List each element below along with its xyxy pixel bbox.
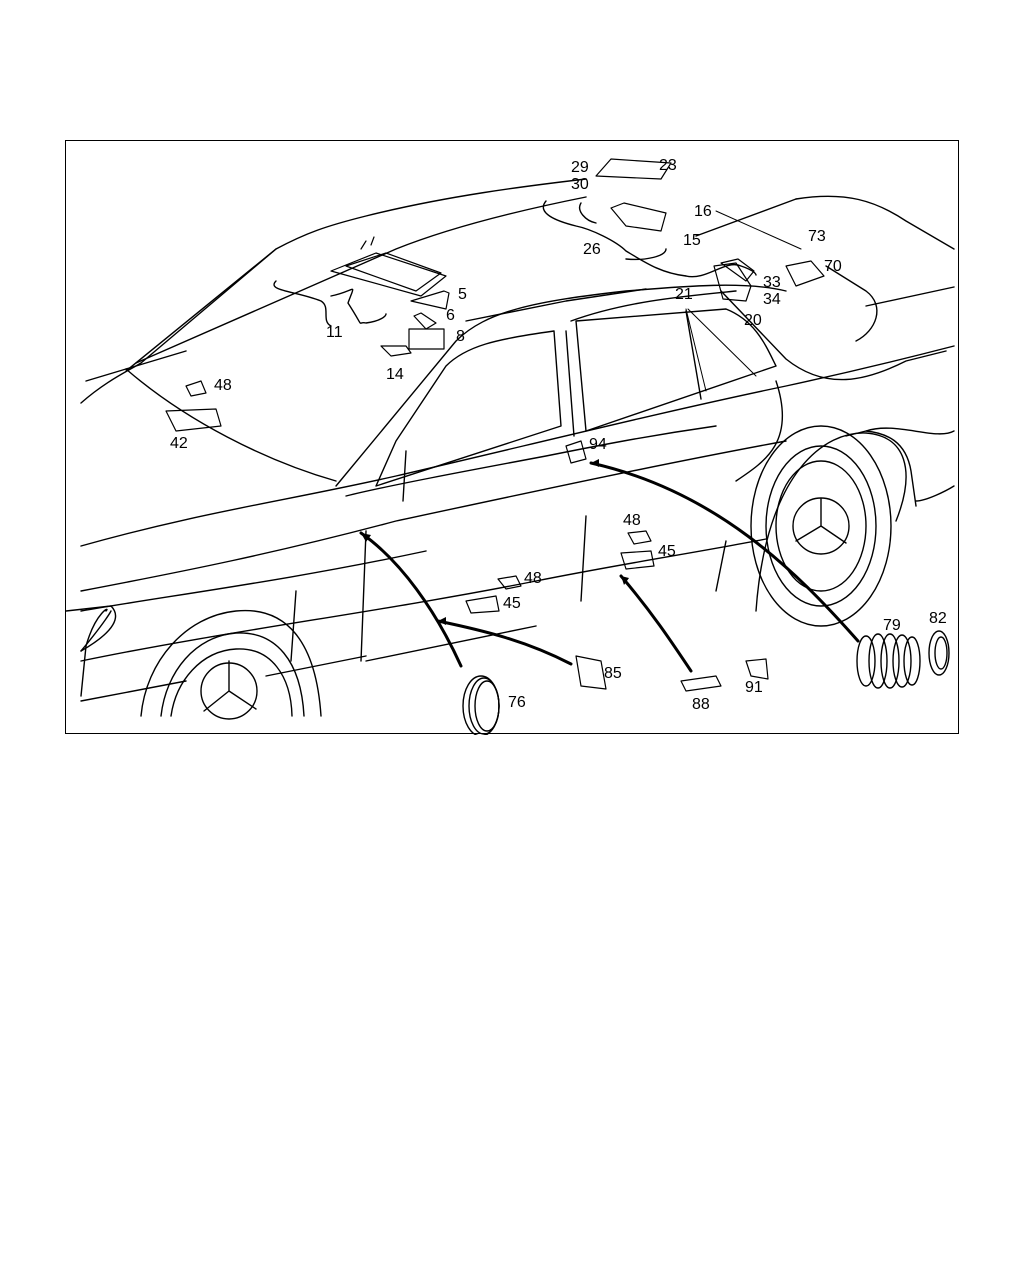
wiring-harness xyxy=(273,200,757,327)
callout-91: 91 xyxy=(745,679,763,696)
callout-16: 16 xyxy=(694,203,712,220)
callout-20: 20 xyxy=(744,312,762,329)
grommet-82 xyxy=(928,630,950,676)
callout-8: 8 xyxy=(456,328,465,345)
callout-82: 82 xyxy=(929,610,947,627)
callout-48-door-rear: 48 xyxy=(623,512,641,529)
grommet-79 xyxy=(856,633,921,689)
callout-76: 76 xyxy=(508,694,526,711)
parts-diagram: 5 6 8 11 14 15 16 20 21 23 26 29 30 33 3… xyxy=(65,140,959,735)
roof-console-group xyxy=(165,158,825,692)
leader-lines xyxy=(685,210,802,392)
callout-14: 14 xyxy=(386,366,404,383)
car-body-outline xyxy=(66,178,955,702)
callout-34: 34 xyxy=(763,291,781,308)
car-interior-lighting-illustration xyxy=(66,158,955,735)
callout-5: 5 xyxy=(458,286,467,303)
callout-79: 79 xyxy=(883,617,901,634)
callout-73: 73 xyxy=(808,228,826,245)
callout-85: 85 xyxy=(604,665,622,682)
callout-45-door-front: 45 xyxy=(503,595,521,612)
callout-23: 23 xyxy=(659,157,677,174)
callout-33: 33 xyxy=(763,274,781,291)
callout-11: 11 xyxy=(326,324,343,341)
callout-48-roof: 48 xyxy=(214,377,232,394)
callout-88: 88 xyxy=(692,696,710,713)
callout-70: 70 xyxy=(824,258,842,275)
callout-42: 42 xyxy=(170,435,188,452)
callout-15: 15 xyxy=(683,232,701,249)
rear-wheel xyxy=(750,425,917,627)
callout-48-door-front: 48 xyxy=(524,570,542,587)
callout-29: 29 xyxy=(571,159,589,176)
arrow-heads xyxy=(361,459,629,625)
callout-6: 6 xyxy=(446,307,455,324)
callout-45-door-rear: 45 xyxy=(658,543,676,560)
front-wheel xyxy=(140,609,322,720)
callout-94: 94 xyxy=(589,436,607,453)
callout-26: 26 xyxy=(583,241,601,258)
callout-30: 30 xyxy=(571,176,589,193)
callout-21: 21 xyxy=(675,286,693,303)
grommet-76 xyxy=(462,675,500,735)
indicator-arrows xyxy=(359,461,860,673)
